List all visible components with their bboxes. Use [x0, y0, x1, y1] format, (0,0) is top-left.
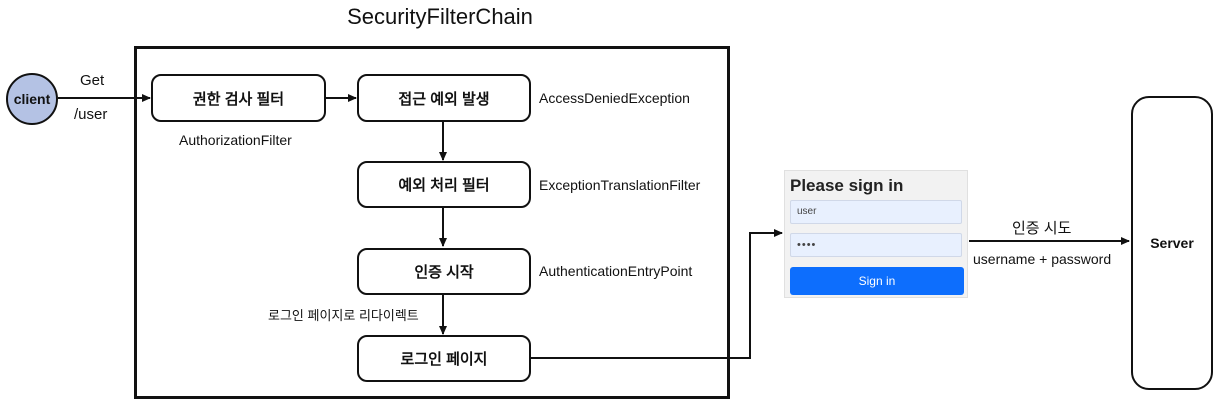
authorization-filter-caption: AuthorizationFilter — [179, 132, 292, 148]
security-filter-chain-box — [134, 46, 730, 399]
username-field[interactable]: user — [790, 200, 962, 224]
auth-entry-point-caption: AuthenticationEntryPoint — [539, 263, 693, 279]
auth-start-label: 인증 시작 — [414, 264, 474, 281]
arrow-login-page-to-form — [530, 229, 783, 359]
sign-in-button[interactable]: Sign in — [790, 267, 964, 295]
login-page-node: 로그인 페이지 — [357, 335, 531, 382]
request-path-label: /user — [74, 106, 108, 123]
access-denied-node: 접근 예외 발생 — [357, 74, 531, 122]
exception-handling-label: 예외 처리 필터 — [398, 177, 490, 194]
exception-handling-node: 예외 처리 필터 — [357, 161, 531, 208]
auth-attempt-sublabel: username + password — [973, 251, 1112, 267]
exception-translation-caption: ExceptionTranslationFilter — [539, 177, 701, 193]
access-denied-label: 접근 예외 발생 — [398, 90, 490, 108]
request-method-label: Get — [80, 72, 105, 89]
auth-start-node: 인증 시작 — [357, 248, 531, 295]
login-form: Please sign in user •••• Sign in — [784, 170, 968, 298]
diagram-title: SecurityFilterChain — [347, 4, 533, 29]
authorization-filter-node: 권한 검사 필터 — [151, 74, 326, 122]
auth-attempt-label: 인증 시도 — [1012, 220, 1072, 237]
login-form-title: Please sign in — [790, 176, 904, 195]
access-denied-caption: AccessDeniedException — [539, 90, 690, 106]
client-node: client — [6, 73, 58, 125]
login-page-label: 로그인 페이지 — [400, 351, 488, 368]
password-field[interactable]: •••• — [790, 233, 962, 257]
authorization-filter-label: 권한 검사 필터 — [192, 90, 285, 108]
redirect-label: 로그인 페이지로 리다이렉트 — [268, 308, 419, 323]
server-node: Server — [1131, 96, 1213, 390]
